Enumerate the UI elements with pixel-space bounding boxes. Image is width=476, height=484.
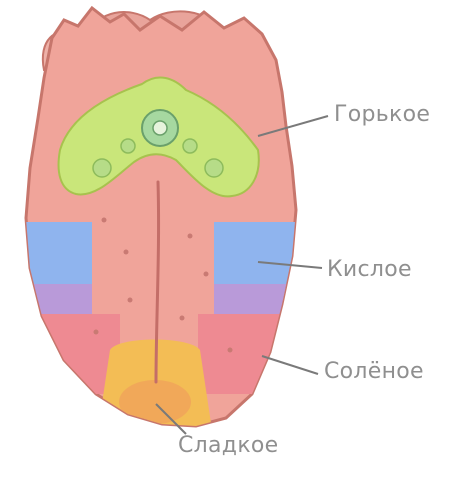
label-salty: Солёное	[324, 359, 424, 384]
leader-line-salty	[262, 356, 318, 374]
label-bitter: Горькое	[334, 102, 430, 127]
label-sour: Кислое	[327, 257, 412, 282]
label-sweet: Сладкое	[178, 433, 279, 458]
